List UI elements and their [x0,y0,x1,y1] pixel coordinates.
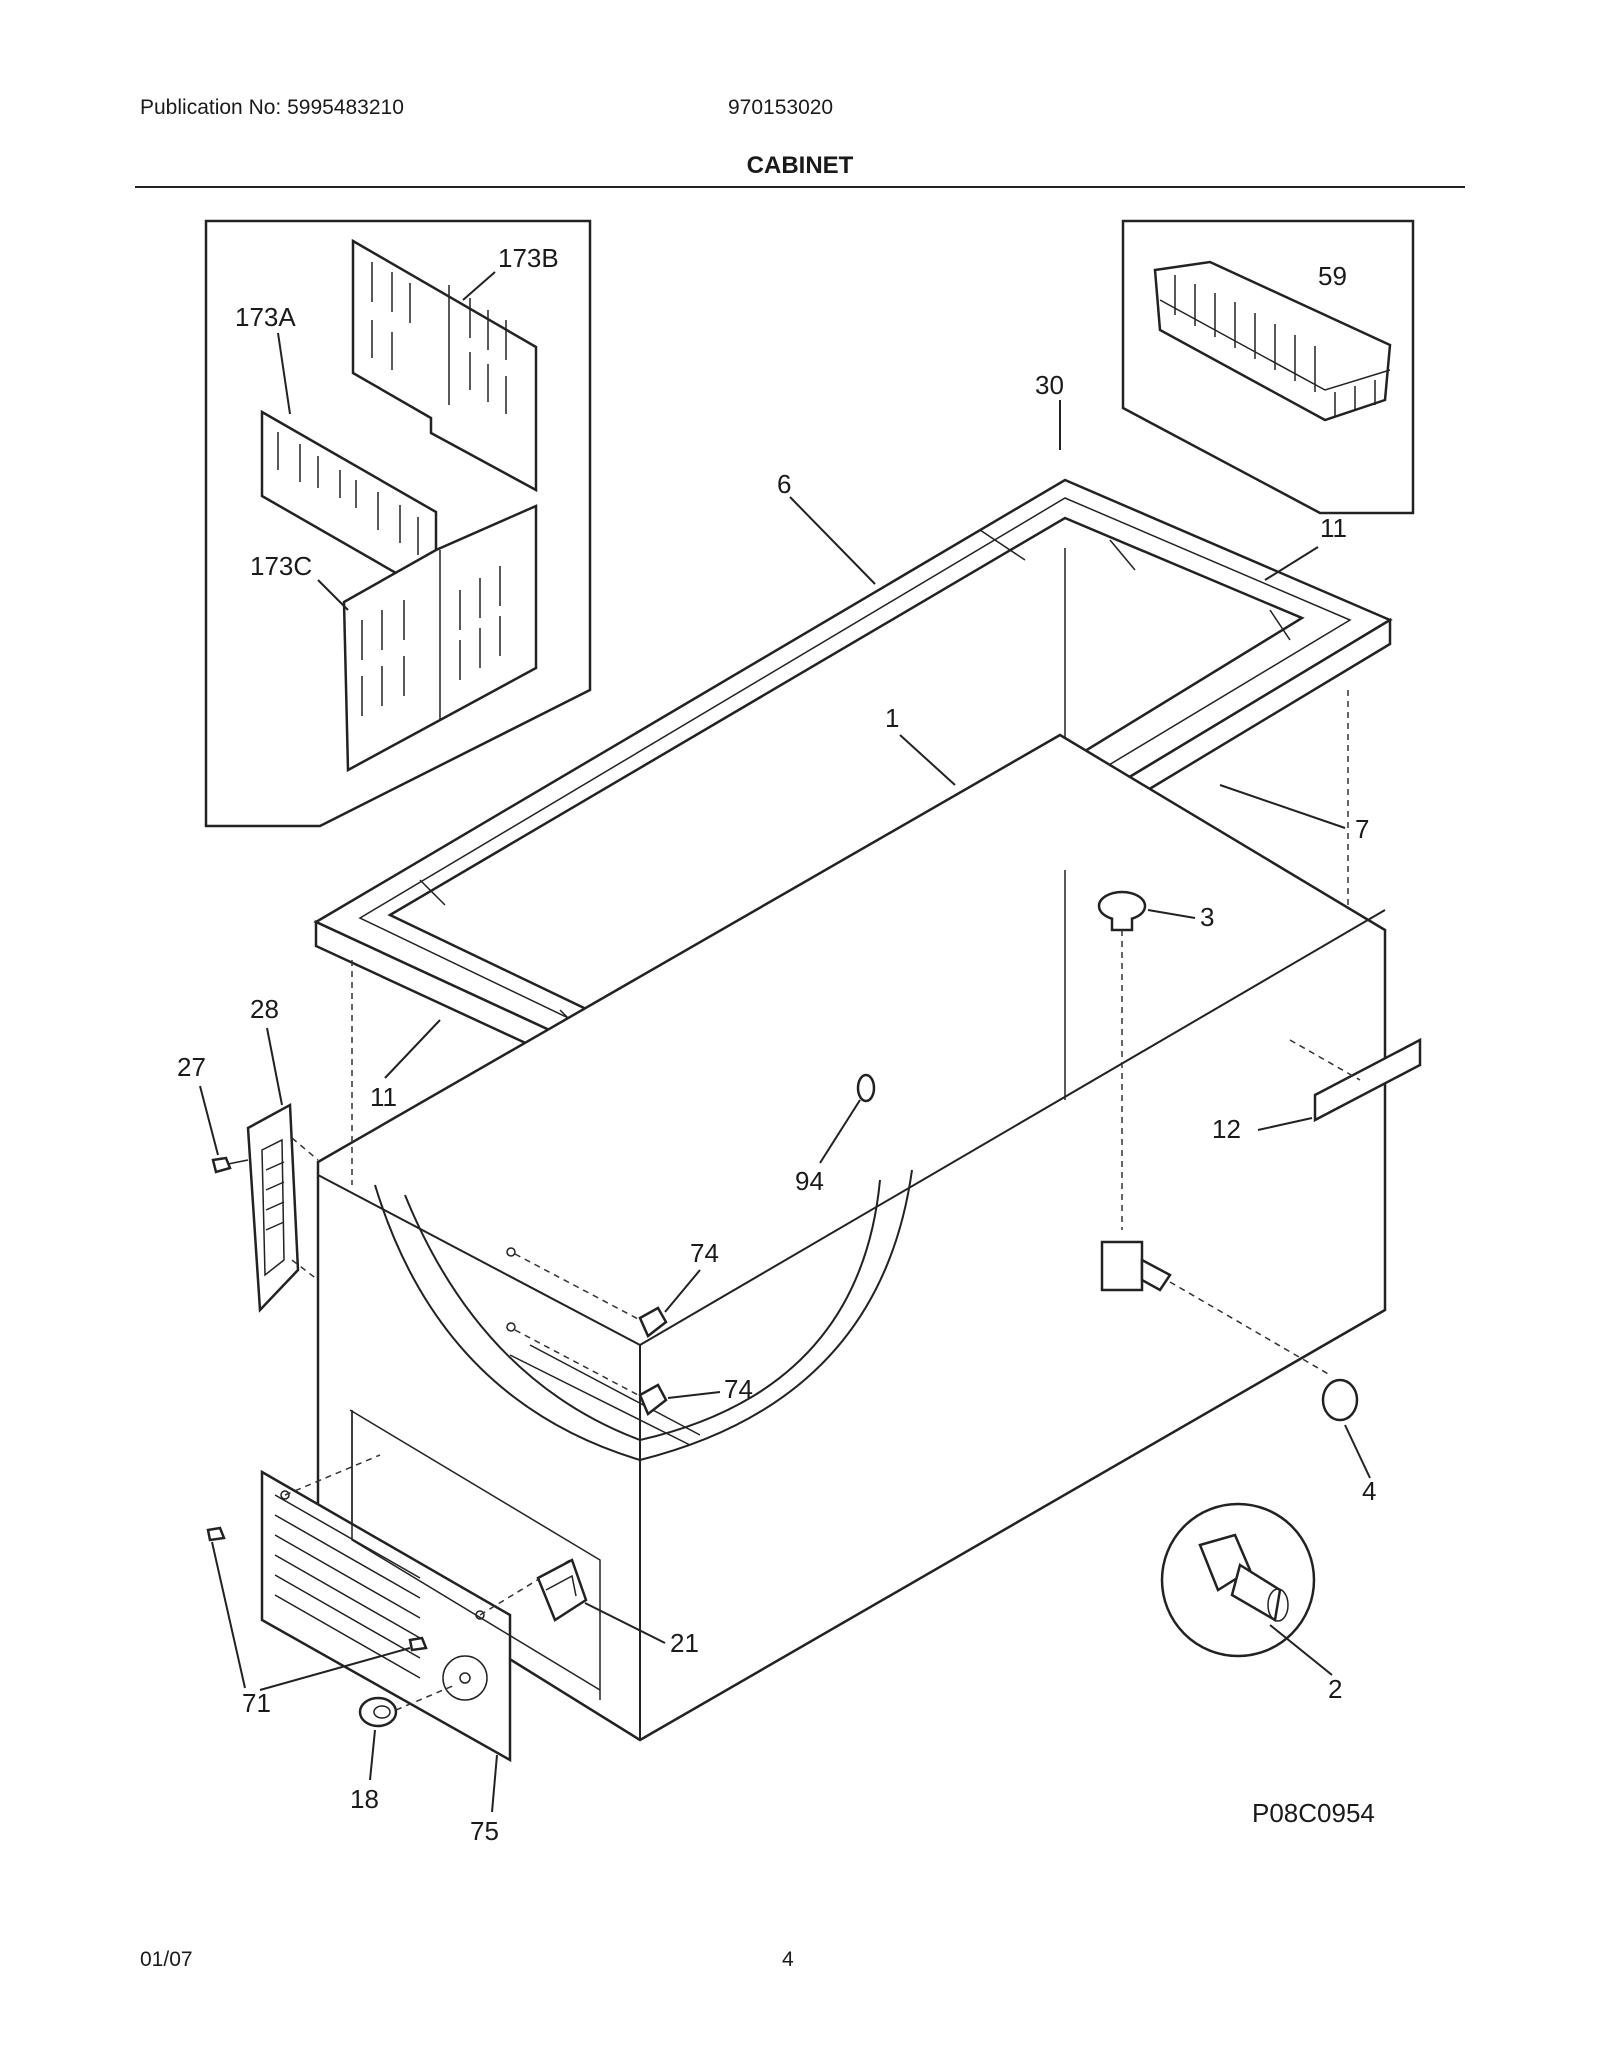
callout-173b: 173B [498,243,559,273]
callout-11-bottom: 11 [370,1082,397,1112]
cap-3-drawing [1097,890,1147,1230]
callout-1: 1 [885,703,899,733]
grommet-94-drawing [856,1073,876,1103]
basket-59-drawing [1153,260,1392,422]
clip-74-drawing [506,1247,668,1416]
callout-2: 2 [1328,1674,1342,1704]
callout-4: 4 [1362,1476,1376,1506]
plug-4-drawing [1321,1378,1359,1422]
footer-date: 01/07 [140,1948,193,1971]
callout-74-upper: 74 [690,1238,719,1268]
callout-28: 28 [250,994,279,1024]
publication-number: Publication No: 5995483210 [140,96,404,119]
callout-173c: 173C [250,551,312,581]
footer-page-number: 4 [782,1948,794,1971]
callout-75: 75 [470,1816,499,1846]
page-title: CABINET [746,152,854,179]
drawing-id: P08C0954 [1252,1798,1375,1828]
plug-18-drawing [358,1684,456,1728]
callout-71: 71 [242,1688,271,1718]
callout-30: 30 [1035,370,1064,400]
divider-inset: 173B 173A 173C [204,219,592,828]
callout-7: 7 [1355,814,1369,844]
drain-tube-drawing [1100,1240,1331,1376]
callout-27: 27 [177,1052,206,1082]
screw-27-drawing [211,1156,249,1174]
callout-3: 3 [1200,902,1214,932]
callout-94: 94 [795,1166,824,1196]
divider-173c-drawing [342,504,538,773]
screw-71-drawing [206,1526,428,1652]
callout-11-top: 11 [1320,513,1347,543]
callout-6: 6 [777,469,791,499]
label-12-drawing [1313,1037,1422,1123]
callout-18: 18 [350,1784,379,1814]
callout-59: 59 [1318,261,1347,291]
callout-21: 21 [670,1628,699,1658]
callout-12: 12 [1212,1114,1241,1144]
relay-21-drawing [351,1412,601,1691]
model-number: 970153020 [728,96,834,119]
callout-173a: 173A [235,302,296,332]
header-rule [135,186,1465,188]
drain-fitting-2-drawing [1160,1502,1316,1658]
callout-74-lower: 74 [724,1374,753,1404]
divider-173b-drawing [351,238,538,493]
hinge-28-drawing [246,1102,319,1313]
basket-inset: 59 [1121,219,1415,515]
